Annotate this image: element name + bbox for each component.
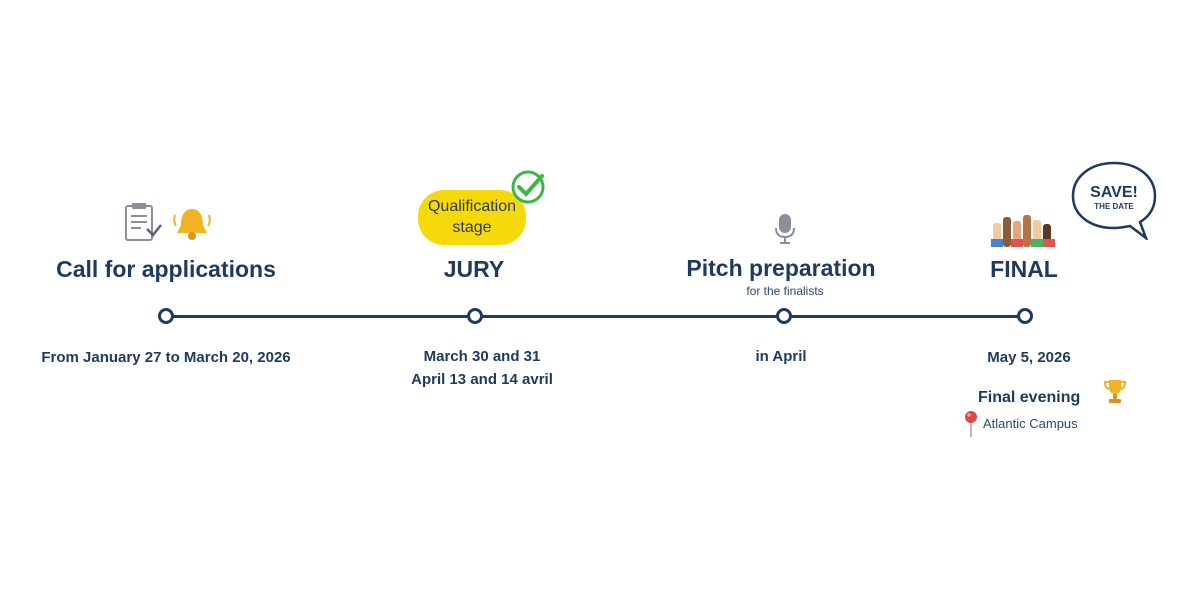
form-icon: [123, 203, 163, 243]
location-label: Atlantic Campus: [983, 416, 1078, 431]
milestone-title-pitch: Pitch preparation: [686, 255, 876, 281]
milestone-title-final: FINAL: [990, 256, 1058, 282]
trophy-icon: [1103, 378, 1127, 404]
final-evening-label: Final evening: [978, 389, 1081, 406]
date-line: in April: [755, 348, 807, 365]
pin-icon: [964, 410, 978, 438]
date-line: April 13 and 14 avril: [411, 371, 553, 388]
save-the-date-line1: SAVE!: [1090, 184, 1138, 201]
timeline-node-applications: [158, 308, 174, 324]
qualification-badge-label: Qualification stage: [427, 198, 517, 236]
milestone-date-pitch: in April: [755, 345, 806, 368]
qualification-badge: Qualification stage: [418, 190, 526, 245]
milestone-date-jury: March 30 and 31 April 13 and 14 avril: [411, 345, 553, 391]
milestone-date-final: May 5, 2026: [987, 346, 1070, 369]
date-line: May 5, 2026: [987, 349, 1071, 366]
timeline-node-final: [1017, 308, 1033, 324]
milestone-title-jury: JURY: [443, 256, 505, 282]
save-the-date-bubble: SAVE! THE DATE: [1070, 160, 1158, 240]
raised-hands-icon: [990, 211, 1060, 247]
timeline-node-pitch: [776, 308, 792, 324]
timeline-line: [165, 315, 1025, 318]
checkmark-icon: [509, 168, 547, 206]
save-the-date-line2: THE DATE: [1094, 202, 1134, 211]
timeline-node-jury: [467, 308, 483, 324]
date-line: From January 27 to March 20, 2026: [41, 349, 291, 366]
milestone-title-applications: Call for applications: [56, 256, 276, 282]
date-line: March 30 and 31: [423, 348, 541, 365]
bell-icon: [172, 205, 212, 243]
milestone-subtitle-pitch: for the finalists: [746, 284, 824, 298]
microphone-icon: [774, 213, 796, 245]
milestone-date-applications: From January 27 to March 20, 2026: [41, 346, 290, 369]
